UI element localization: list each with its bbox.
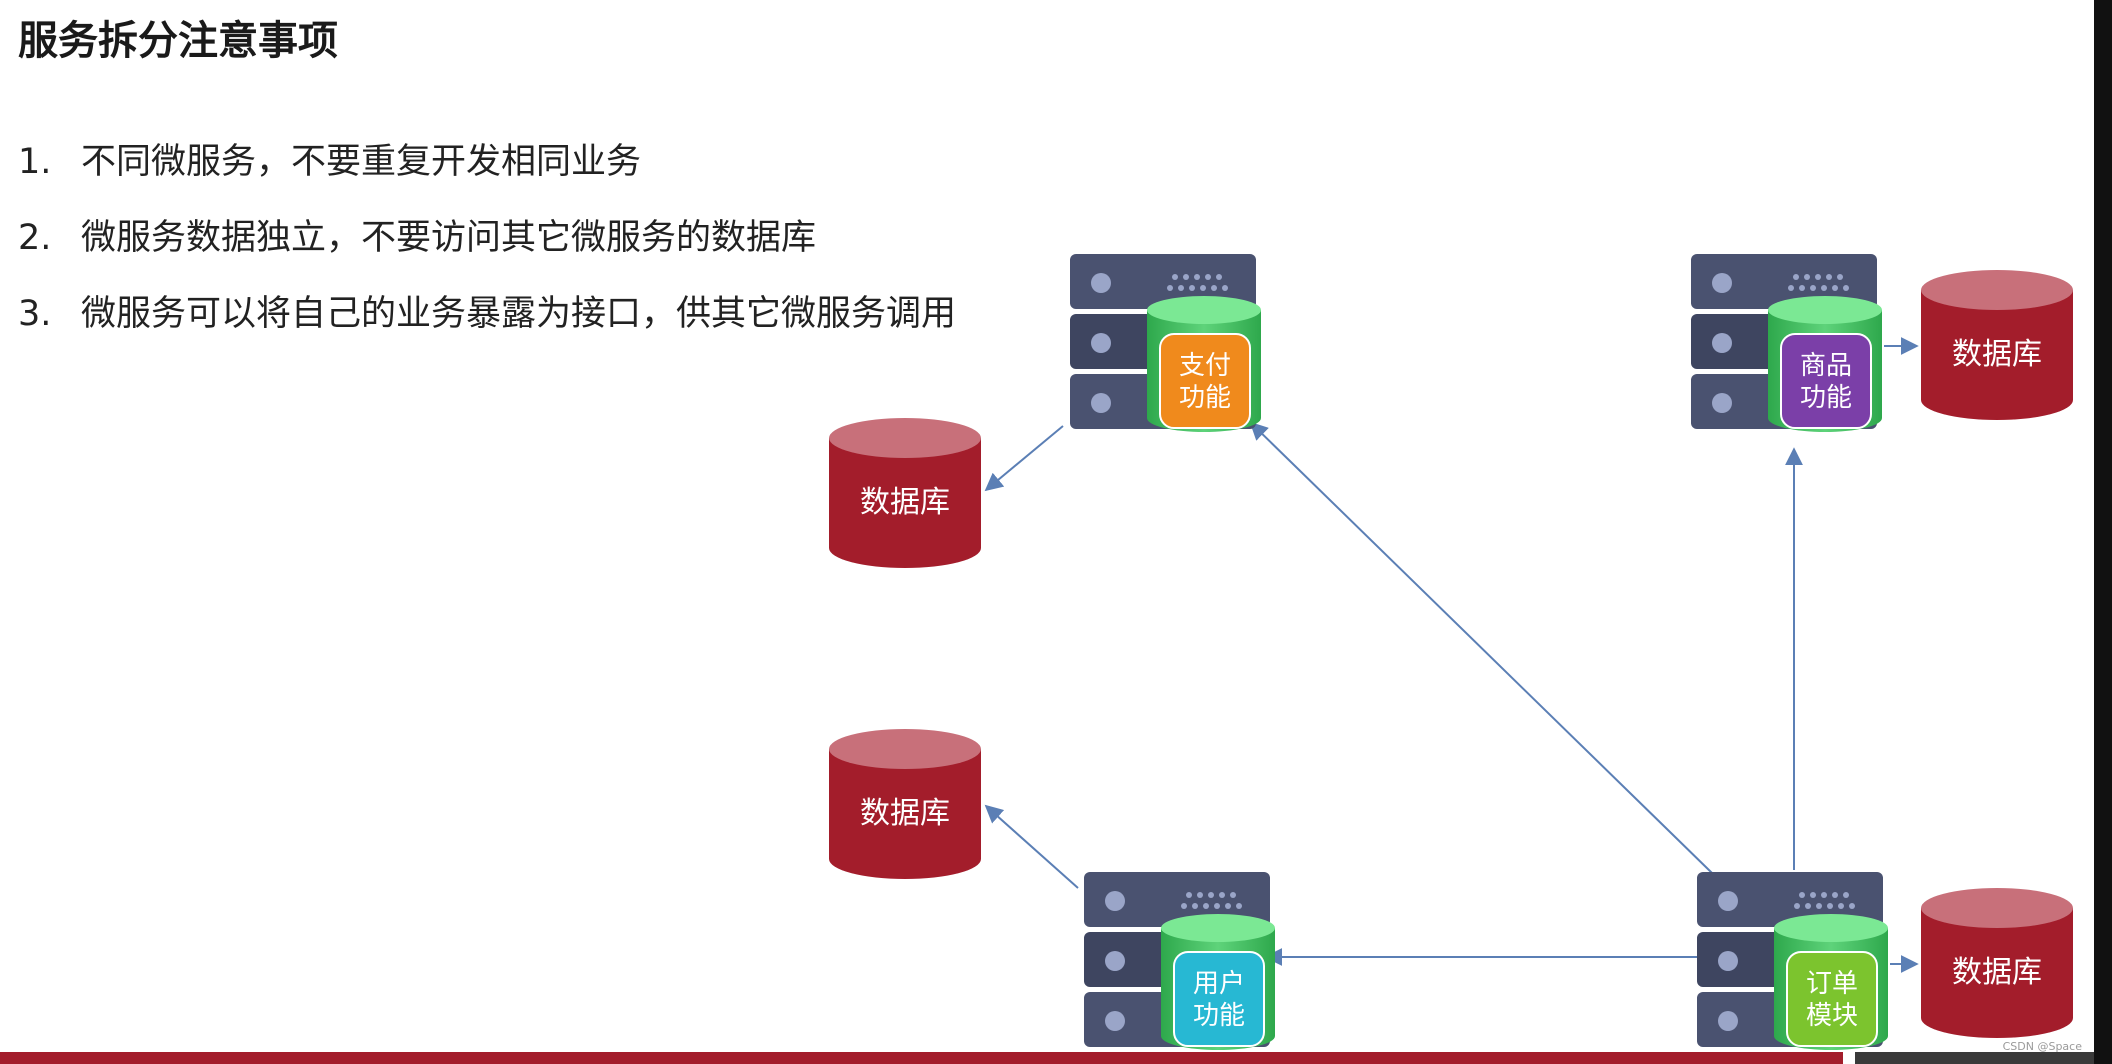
database-user: 数据库 [829,729,981,879]
service-label-line2: 功能 [1800,383,1852,413]
point-item: 3. 微服务可以将自己的业务暴露为接口，供其它微服务调用 [18,290,956,366]
service-label-line1: 支付 [1179,351,1231,381]
right-edge-bar [2094,0,2112,1064]
service-label-line1: 用户 [1193,969,1245,999]
point-item: 2. 微服务数据独立，不要访问其它微服务的数据库 [18,214,956,290]
arrow-order-to-pay [1249,421,1713,874]
database-label: 数据库 [1952,337,2042,372]
point-number: 2. [18,218,52,258]
footer-dark-bar [1855,1052,2094,1064]
point-text: 微服务可以将自己的业务暴露为接口，供其它微服务调用 [81,294,957,334]
service-pay: 支付 功能 [1070,254,1261,432]
database-order: 数据库 [1921,888,2073,1038]
point-list: 1. 不同微服务，不要重复开发相同业务 2. 微服务数据独立，不要访问其它微服务的数… [18,138,956,366]
database-label: 数据库 [860,485,950,520]
footer-bar [0,1052,1843,1064]
database-label: 数据库 [1952,955,2042,990]
service-label-line2: 模块 [1806,1001,1858,1031]
service-product: 商品 功能 [1691,254,1882,432]
service-label-line1: 商品 [1800,351,1852,381]
service-label-line2: 功能 [1179,383,1231,413]
arrow-user-to-db [984,804,1079,889]
service-label-line1: 订单 [1806,969,1858,999]
database-pay: 数据库 [829,418,981,568]
point-text: 微服务数据独立，不要访问其它微服务的数据库 [81,218,817,258]
database-label: 数据库 [860,796,950,831]
arrow-pay-to-db [984,425,1064,492]
watermark: CSDN @Space [2002,1040,2082,1053]
point-item: 1. 不同微服务，不要重复开发相同业务 [18,138,956,214]
point-text: 不同微服务，不要重复开发相同业务 [81,142,642,182]
service-user: 用户 功能 [1084,872,1275,1050]
page-title: 服务拆分注意事项 [18,18,338,64]
point-number: 1. [18,142,52,182]
service-order: 订单 模块 [1697,872,1888,1050]
database-product: 数据库 [1921,270,2073,420]
point-number: 3. [18,294,52,334]
service-label-line2: 功能 [1193,1001,1245,1031]
